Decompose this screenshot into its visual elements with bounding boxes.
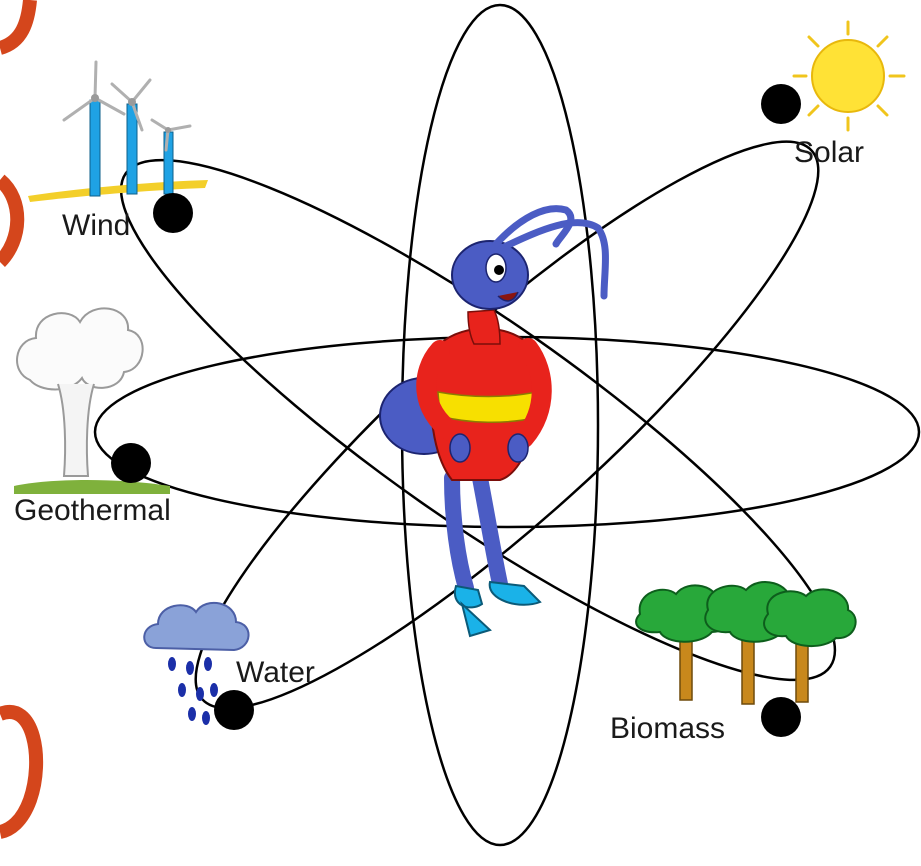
node-wind xyxy=(153,193,193,233)
energy-labels: Wind Solar Geothermal Water Biomass xyxy=(14,136,864,745)
label-biomass: Biomass xyxy=(610,712,725,745)
sun-icon xyxy=(792,20,906,132)
wind-turbines-icon xyxy=(28,60,208,202)
label-wind: Wind xyxy=(62,209,130,242)
corner-accent-top xyxy=(0,0,37,55)
label-solar: Solar xyxy=(794,136,864,169)
node-solar xyxy=(761,84,801,124)
trees-icon xyxy=(635,581,857,705)
corner-accent-bottom xyxy=(0,705,43,839)
corner-accent-middle xyxy=(0,174,25,267)
node-biomass xyxy=(761,697,801,737)
orbit-wind-biomass xyxy=(119,158,837,682)
orbit-nodes xyxy=(111,84,801,737)
label-water: Water xyxy=(236,656,315,689)
geothermal-steam-icon xyxy=(14,307,170,494)
node-water xyxy=(214,690,254,730)
rain-cloud-icon xyxy=(143,602,250,725)
node-geothermal xyxy=(111,443,151,483)
ant-mascot-icon xyxy=(379,205,609,638)
label-geothermal: Geothermal xyxy=(14,494,171,527)
corner-accents xyxy=(0,0,43,839)
